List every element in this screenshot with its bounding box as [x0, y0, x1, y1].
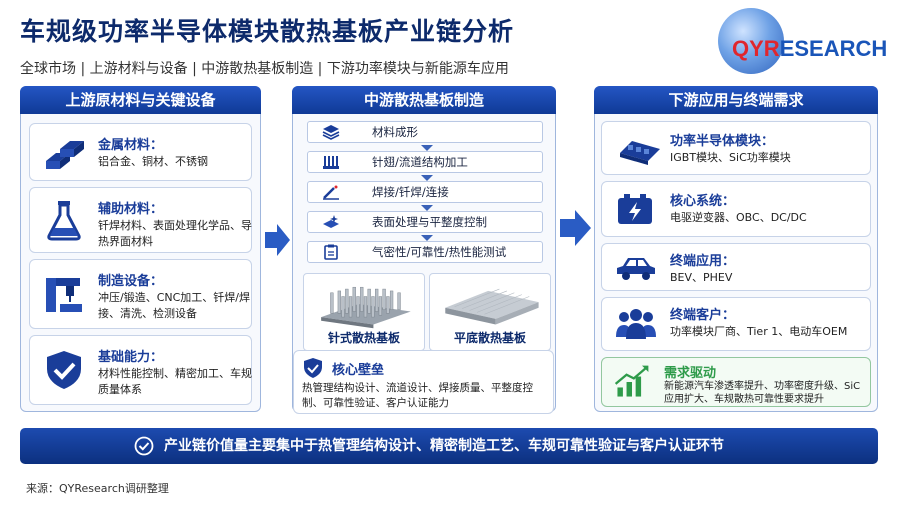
card-title: 基础能力： [98, 350, 164, 365]
core-desc: 热管理结构设计、流道设计、焊接质量、平整度控制、可靠性验证、客户认证能力 [302, 382, 533, 409]
check-circle-icon [134, 436, 154, 456]
card-title: 终端客户： [670, 308, 736, 323]
page-subtitle: 全球市场 | 上游材料与设备 | 中游散热基板制造 | 下游功率模块与新能源车应… [20, 61, 509, 77]
process-step: 气密性/可靠性/热性能测试 [307, 241, 543, 263]
pin-fin-baseplate-image [321, 286, 411, 329]
card-desc: 钎焊材料、表面处理化学品、导热界面材料 [98, 219, 252, 248]
card-title: 核心系统： [670, 194, 736, 209]
shield-check-icon [304, 358, 322, 378]
qyresearch-logo: QYRESEARCH [712, 6, 892, 84]
globe-icon [718, 8, 784, 74]
card-desc: 铝合金、铜材、不锈钢 [98, 155, 208, 168]
demand-title: 需求驱动 [664, 366, 717, 381]
machine-icon [46, 278, 82, 312]
card-desc: 功率模块厂商、Tier 1、电动车OEM [670, 325, 848, 338]
upstream-card-metal: 金属材料： 铝合金、铜材、不锈钢 [29, 123, 252, 181]
clipboard-icon [324, 244, 338, 260]
layers-icon [322, 125, 340, 140]
process-step: 焊接/钎焊/连接 [307, 181, 543, 203]
card-title: 制造设备： [98, 274, 164, 289]
midstream-heading: 中游散热基板制造 [292, 86, 556, 114]
flat-baseplate-image [445, 288, 539, 325]
card-desc: 电驱逆变器、OBC、DC/DC [670, 211, 807, 224]
card-title: 终端应用： [670, 254, 736, 269]
summary-banner: 产业链价值量主要集中于热管理结构设计、精密制造工艺、车规可靠性验证与客户认证环节 [20, 428, 878, 464]
page-title: 车规级功率半导体模块散热基板产业链分析 [20, 17, 515, 46]
down-arrow-icon [421, 175, 433, 181]
upstream-card-capability: 基础能力： 材料性能控制、精密加工、车规质量体系 [29, 335, 252, 405]
card-desc: IGBT模块、SiC功率模块 [670, 151, 791, 164]
fins-icon [323, 156, 339, 169]
shield-check-icon [47, 351, 81, 389]
core-title: 核心壁垒 [332, 363, 385, 378]
process-step: 表面处理与平整度控制 [307, 211, 543, 233]
product-pin-fin-baseplate: 针式散热基板 [303, 273, 425, 351]
card-title: 辅助材料： [98, 202, 164, 217]
users-icon [616, 309, 656, 339]
step-label: 气密性/可靠性/热性能测试 [372, 245, 507, 259]
surface-icon [323, 215, 339, 228]
product-label: 针式散热基板 [327, 331, 400, 345]
card-title: 金属材料： [98, 138, 164, 153]
down-arrow-icon [421, 205, 433, 211]
logo-text: QYRESEARCH [732, 36, 888, 61]
upstream-heading: 上游原材料与关键设备 [20, 86, 261, 114]
car-icon [617, 258, 655, 280]
weld-icon [323, 185, 339, 200]
process-step: 针翅/流道结构加工 [307, 151, 543, 173]
downstream-panel: 下游应用与终端需求 功率半导体模块： IGBT模块、SiC功率模块 核心系统： … [594, 86, 878, 412]
step-label: 焊接/钎焊/连接 [372, 185, 449, 199]
downstream-card-customers: 终端客户： 功率模块厂商、Tier 1、电动车OEM [601, 297, 871, 351]
source-note: 来源：QYResearch调研整理 [26, 482, 169, 495]
battery-icon [618, 194, 652, 224]
card-title: 功率半导体模块： [670, 134, 775, 149]
downstream-card-system: 核心系统： 电驱逆变器、OBC、DC/DC [601, 181, 871, 237]
metal-ingots-icon [46, 141, 84, 169]
flask-icon [47, 201, 81, 241]
upstream-card-aux: 辅助材料： 钎焊材料、表面处理化学品、导热界面材料 [29, 187, 252, 253]
step-label: 针翅/流道结构加工 [372, 155, 468, 169]
product-label: 平底散热基板 [453, 331, 526, 345]
power-module-icon [620, 141, 660, 165]
flow-arrow-icon [560, 210, 591, 246]
down-arrow-icon [421, 145, 433, 151]
demand-driver-box: 需求驱动 新能源汽车渗透率提升、功率密度升级、SiC应用扩大、车规散热可靠性要求… [601, 357, 871, 407]
downstream-card-application: 终端应用： BEV、PHEV [601, 243, 871, 291]
downstream-heading: 下游应用与终端需求 [594, 86, 878, 114]
upstream-panel: 上游原材料与关键设备 金属材料： 铝合金、铜材、不锈钢 辅助材料： 钎焊材料、表… [20, 86, 261, 412]
summary-text: 产业链价值量主要集中于热管理结构设计、精密制造工艺、车规可靠性验证与客户认证环节 [164, 438, 724, 454]
card-desc: 材料性能控制、精密加工、车规质量体系 [98, 367, 252, 396]
process-step: 材料成形 [307, 121, 543, 143]
midstream-panel: 中游散热基板制造 材料成形 针翅/流道结构加工 焊接/钎焊/连接 表面处理与平整… [292, 86, 556, 414]
flow-arrow-icon [265, 224, 290, 256]
product-flat-baseplate: 平底散热基板 [429, 273, 551, 351]
core-barrier-box: 核心壁垒 热管理结构设计、流道设计、焊接质量、平整度控制、可靠性验证、客户认证能… [293, 350, 554, 414]
card-desc: BEV、PHEV [670, 271, 733, 284]
step-label: 材料成形 [372, 125, 418, 139]
upstream-card-equipment: 制造设备： 冲压/锻造、CNC加工、钎焊/焊接、清洗、检测设备 [29, 259, 252, 329]
card-desc: 冲压/锻造、CNC加工、钎焊/焊接、清洗、检测设备 [98, 291, 251, 320]
downstream-card-module: 功率半导体模块： IGBT模块、SiC功率模块 [601, 121, 871, 175]
step-label: 表面处理与平整度控制 [372, 215, 487, 229]
demand-desc: 新能源汽车渗透率提升、功率密度升级、SiC应用扩大、车规散热可靠性要求提升 [664, 381, 861, 405]
growth-chart-icon [614, 365, 649, 397]
down-arrow-icon [421, 235, 433, 241]
